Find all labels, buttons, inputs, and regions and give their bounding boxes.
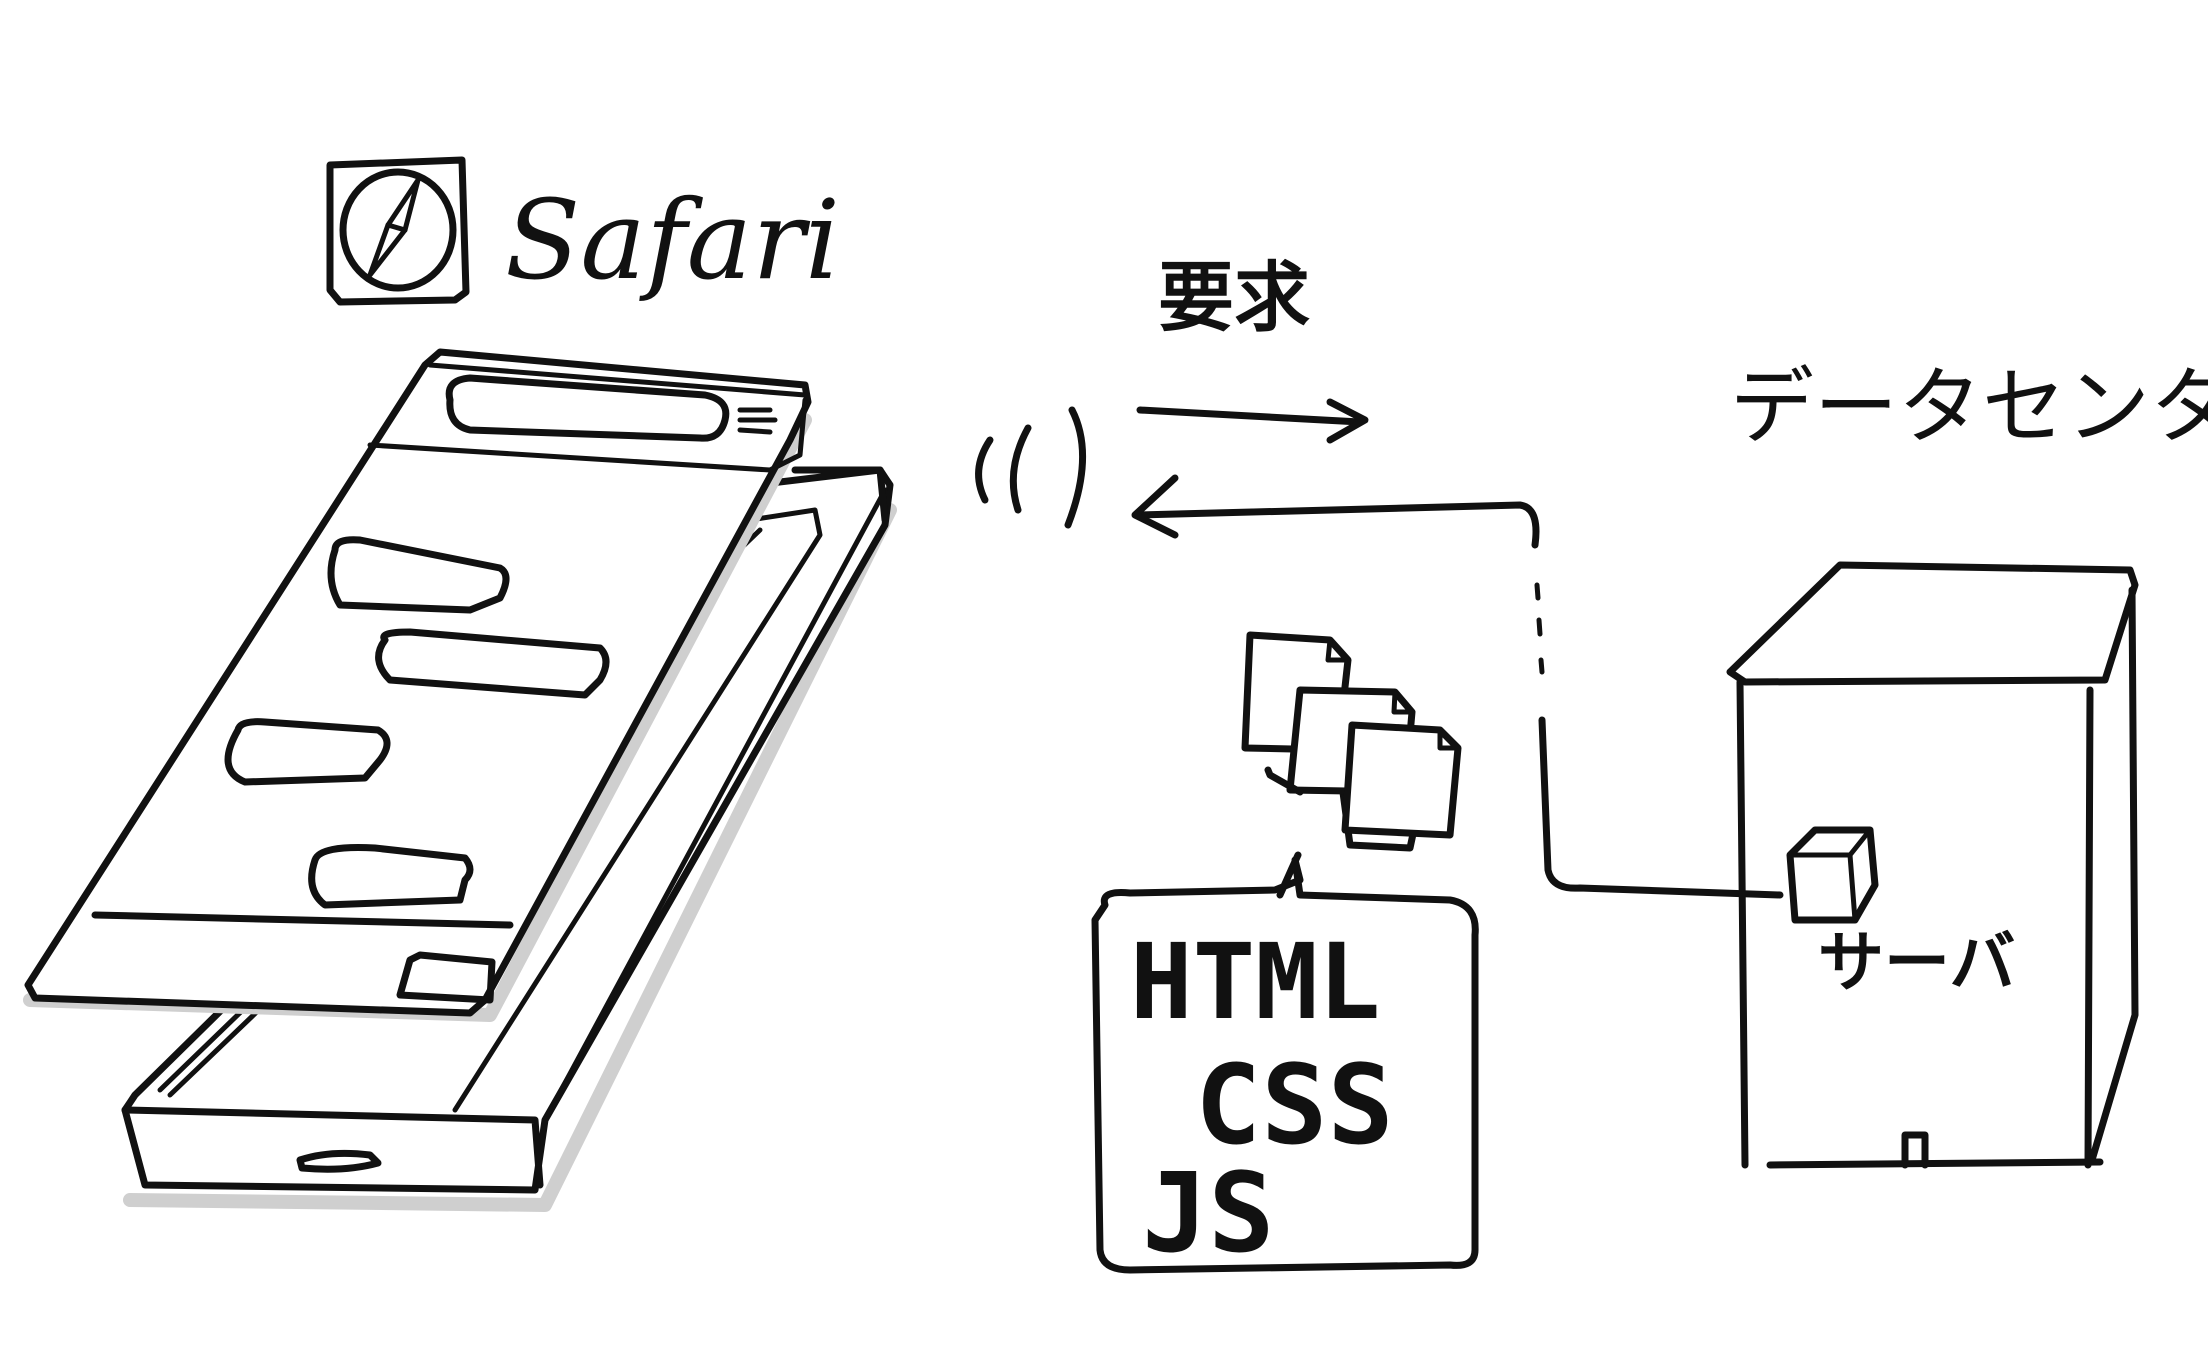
safari-app-icon: [326, 156, 470, 306]
content-block: [308, 844, 474, 909]
tech-html: HTML: [1130, 921, 1381, 1043]
server-label: サーバ: [1818, 924, 2016, 1001]
request-label: 要求: [1158, 253, 1310, 342]
bottom-divider: [91, 911, 514, 929]
content-block: [375, 628, 610, 699]
server-foot: [1901, 1131, 1929, 1169]
request-arrow: [1136, 398, 1369, 444]
server-cube-icon: [1786, 826, 1879, 924]
home-button: [296, 1149, 382, 1173]
browser-label: Safari: [505, 176, 840, 304]
server-tower: [1726, 561, 2139, 1169]
toolbar-divider: [367, 442, 773, 473]
address-bar: [445, 374, 730, 442]
datacenter-label: データセンター: [1730, 358, 2208, 456]
menu-icon: [737, 407, 778, 435]
content-block: [327, 536, 510, 614]
tech-files-list: HTML CSS JS: [1100, 900, 1470, 1268]
response-arrow: [1131, 474, 1784, 899]
browser-window: [23, 348, 812, 1022]
compass-icon: [339, 168, 457, 292]
tech-js: JS: [1142, 1149, 1275, 1277]
tech-files-box: [1091, 851, 1479, 1274]
content-block: [224, 718, 391, 786]
phone-connector: [791, 466, 889, 524]
bottom-button: [396, 951, 496, 1004]
tech-css: CSS: [1195, 1041, 1394, 1169]
document-stack-icon: [1241, 631, 1462, 852]
content-blocks: [224, 536, 610, 909]
wifi-waves-icon: [975, 406, 1086, 529]
